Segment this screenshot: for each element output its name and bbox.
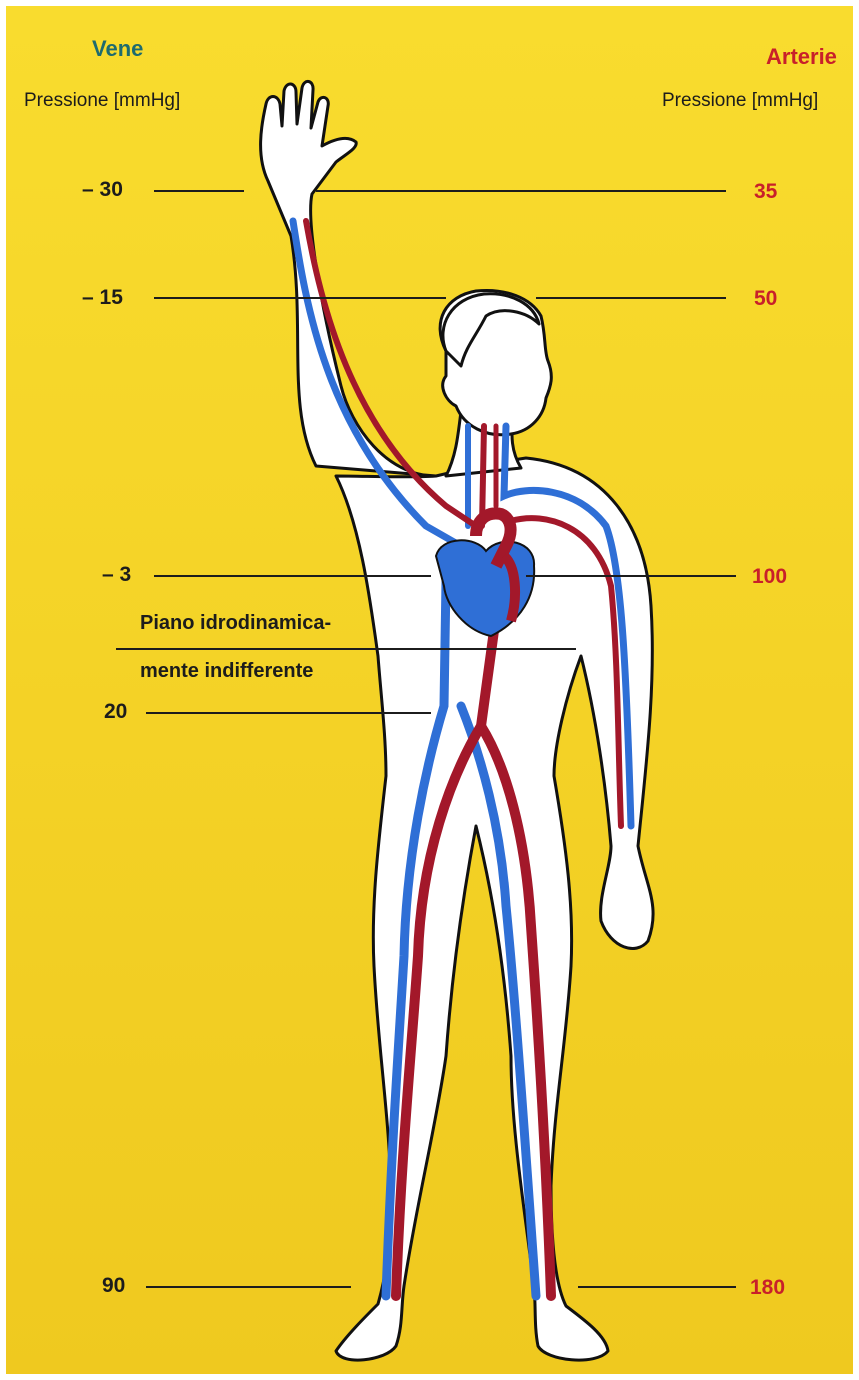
diagram-panel: Vene Pressione [mmHg] Arterie Pressione …	[6, 6, 853, 1374]
circulation-diagram	[6, 6, 853, 1374]
veins-subheading: Pressione [mmHg]	[24, 90, 180, 112]
vein-pressure-value: 20	[104, 700, 127, 724]
vein-pressure-value: – 30	[82, 178, 123, 202]
vein-pressure-value: – 3	[102, 563, 131, 587]
vein-pressure-value: 90	[102, 1274, 125, 1298]
plane-label-line1: Piano idrodinamica-	[140, 612, 331, 635]
arteries-heading: Arterie	[766, 44, 837, 70]
artery-pressure-value: 180	[750, 1276, 785, 1300]
arteries-subheading: Pressione [mmHg]	[662, 90, 818, 112]
artery-pressure-value: 100	[752, 565, 787, 589]
vein-pressure-value: – 15	[82, 286, 123, 310]
artery-pressure-value: 35	[754, 180, 777, 204]
plane-label-line2: mente indifferente	[140, 660, 313, 683]
artery-pressure-value: 50	[754, 287, 777, 311]
veins-heading: Vene	[92, 36, 143, 62]
